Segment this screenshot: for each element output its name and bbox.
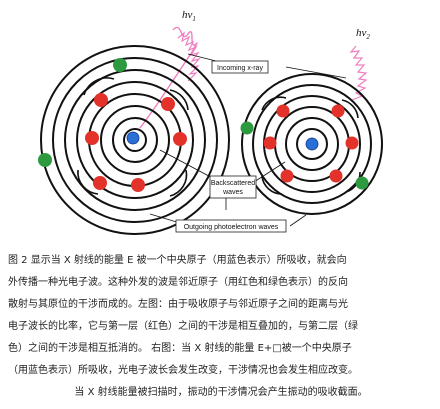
incoming-xray-wave-right — [349, 45, 368, 101]
neighbor-red-atom — [85, 131, 99, 145]
neighbor-red-atom — [345, 136, 359, 150]
neighbor-green-atom — [38, 153, 52, 167]
backscattered-waves-callout: Backscattered waves — [209, 175, 257, 199]
svg-text:Incoming x-ray: Incoming x-ray — [217, 65, 263, 72]
neighbor-red-atom — [94, 93, 108, 107]
caption-line: 色）之间的干涉是相互抵消的。 右图：当 X 射线的能量 E+□被一个中央原子 — [8, 343, 352, 354]
xafs-interference-figure: hv1 hv2 Incoming x-ray Backscattered wav… — [38, 9, 383, 235]
absorber-atom-right — [305, 137, 319, 151]
svg-text:waves: waves — [222, 189, 243, 196]
neighbor-red-atom — [329, 169, 343, 183]
neighbor-red-atom — [276, 104, 290, 118]
figure-caption: 图 2 显示当 X 射线的能量 E 被一个中央原子（用蓝色表示）所吸收，就会向 … — [8, 250, 434, 404]
neighbor-green-atom — [240, 121, 254, 135]
neighbor-green-atom — [113, 58, 127, 72]
neighbor-red-atom — [173, 132, 187, 146]
hv2-label: hv2 — [356, 27, 370, 41]
caption-line: 当 X 射线能量被扫描时，振动的干涉情况会产生振动的吸收截面。 — [74, 387, 368, 398]
neighbor-red-atom — [131, 178, 145, 192]
neighbor-red-atom — [263, 136, 277, 150]
caption-line: （用蓝色表示）所吸收，光电子波长会发生改变，干涉情况也会发生相应改变。 — [8, 365, 358, 376]
neighbor-red-atom — [161, 97, 175, 111]
left-atom-system — [38, 45, 230, 235]
incoming-xray-callout: Incoming x-ray — [211, 60, 269, 74]
right-atom-system — [240, 73, 383, 215]
neighbor-red-atom — [93, 176, 107, 190]
outgoing-photoelectron-callout: Outgoing photoelectron waves — [175, 219, 287, 233]
caption-line: 图 2 显示当 X 射线的能量 E 被一个中央原子（用蓝色表示）所吸收，就会向 — [8, 255, 347, 266]
caption-line: 散射与其原位的干涉而成的。左图：由于吸收原子与邻近原子之间的距离与光 — [8, 299, 348, 310]
neighbor-red-atom — [331, 104, 345, 118]
caption-line: 外传播一种光电子波。这种外发的波是邻近原子（用红色和绿色表示）的反向 — [8, 277, 348, 288]
neighbor-green-atom — [355, 176, 369, 190]
svg-text:Backscattered: Backscattered — [211, 180, 255, 187]
absorber-atom-left — [126, 131, 140, 145]
hv1-label: hv1 — [182, 9, 196, 23]
svg-text:Outgoing photoelectron waves: Outgoing photoelectron waves — [184, 224, 279, 231]
neighbor-red-atom — [280, 169, 294, 183]
caption-line: 电子波长的比率，它与第一层（红色）之间的干涉是相互叠加的，与第二层（绿 — [8, 321, 358, 332]
